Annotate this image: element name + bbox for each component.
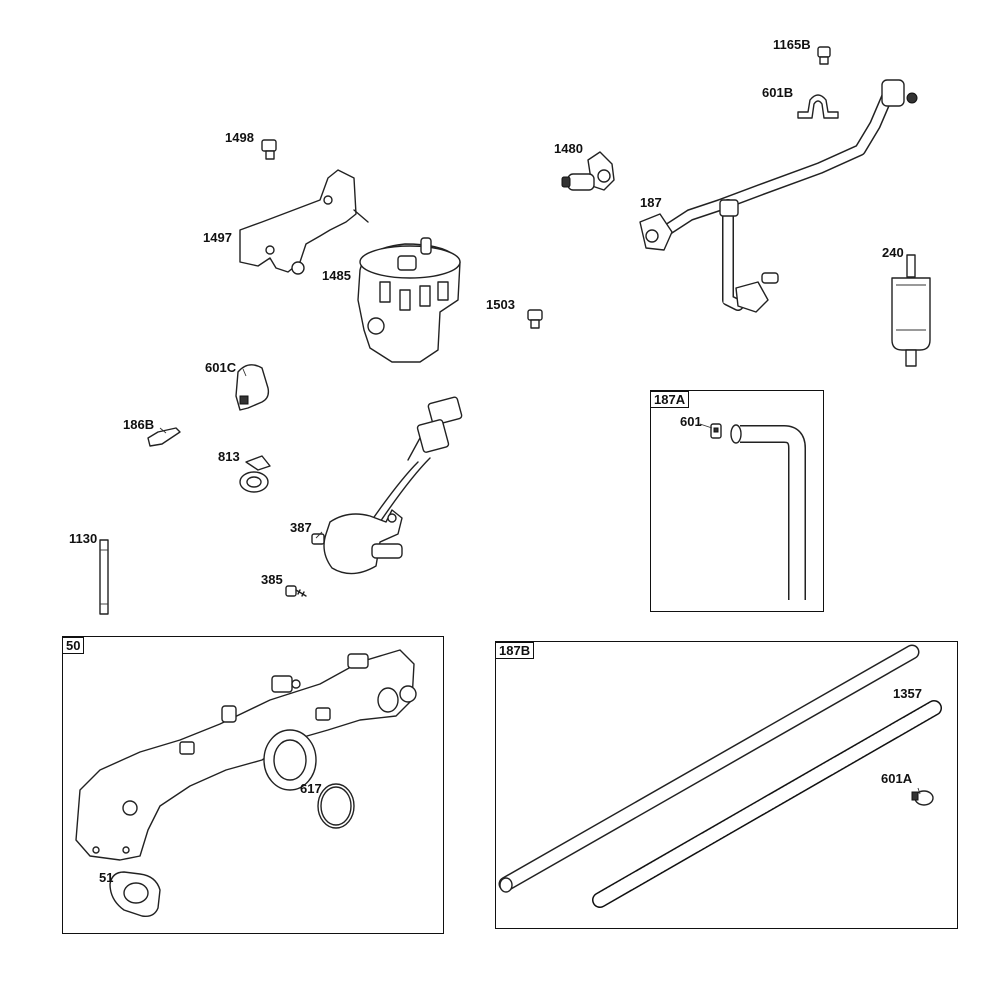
part-601-clamp-drawing[interactable] [710, 423, 722, 439]
callout-1480[interactable]: 1480 [554, 141, 583, 156]
callout-1497[interactable]: 1497 [203, 230, 232, 245]
part-1485-fuel-pump-module-drawing[interactable] [357, 237, 461, 363]
panel-187B-frame [495, 641, 958, 929]
leader-lines [159, 368, 921, 795]
part-601C-clamp-drawing[interactable] [235, 364, 270, 411]
part-617-o-ring-drawing[interactable] [317, 783, 355, 829]
callout-813[interactable]: 813 [218, 449, 240, 464]
callout-601[interactable]: 601 [680, 414, 702, 429]
part-186B-fitting-drawing[interactable] [147, 427, 181, 447]
panel-50-tag: 50 [62, 637, 85, 654]
part-1498-bolt-drawing[interactable] [261, 139, 277, 160]
callout-601A[interactable]: 601A [881, 771, 913, 786]
part-51-gasket-drawing[interactable] [109, 871, 161, 918]
part-187B-hose-drawing[interactable] [498, 644, 920, 893]
part-1165B-bolt-drawing[interactable] [817, 46, 831, 65]
callout-387[interactable]: 387 [290, 520, 312, 535]
part-240-fuel-filter-drawing[interactable] [891, 254, 931, 367]
callout-385[interactable]: 385 [261, 572, 283, 587]
part-1497-bracket-drawing[interactable] [239, 169, 369, 275]
callout-1165B[interactable]: 1165B [773, 37, 811, 52]
panel-187A-tag: 187A [650, 391, 690, 408]
panel-50-frame [62, 636, 444, 934]
callout-240[interactable]: 240 [882, 245, 904, 260]
callout-1485[interactable]: 1485 [322, 268, 351, 283]
part-387-fuel-pump-drawing[interactable] [311, 396, 463, 575]
part-1357-corrugated-sleeve-drawing[interactable] [592, 700, 942, 908]
panel-187B-tag: 187B [495, 642, 535, 659]
callout-186B[interactable]: 186B [123, 417, 155, 432]
callout-1357[interactable]: 1357 [893, 686, 922, 701]
part-187-fuel-line-drawing[interactable] [639, 79, 918, 313]
part-50-manifold-drawing[interactable] [75, 649, 417, 861]
callout-1503[interactable]: 1503 [486, 297, 515, 312]
callout-1498[interactable]: 1498 [225, 130, 254, 145]
part-385-screw-drawing[interactable] [285, 585, 307, 597]
part-813-clamp-drawing[interactable] [239, 455, 271, 493]
part-187A-hose-drawing[interactable] [730, 424, 806, 600]
panel-187A-frame [650, 390, 824, 612]
part-1503-bolt-drawing[interactable] [527, 309, 543, 329]
part-601A-clamp-drawing[interactable] [911, 790, 934, 806]
part-601B-clamp-drawing[interactable] [797, 94, 839, 119]
part-1130-stud-drawing[interactable] [99, 539, 109, 615]
callout-617[interactable]: 617 [300, 781, 322, 796]
part-1480-fitting-drawing[interactable] [561, 151, 615, 191]
callout-601C[interactable]: 601C [205, 360, 237, 375]
callout-187[interactable]: 187 [640, 195, 662, 210]
callout-51[interactable]: 51 [99, 870, 114, 885]
callout-1130[interactable]: 1130 [69, 531, 98, 546]
callout-601B[interactable]: 601B [762, 85, 794, 100]
